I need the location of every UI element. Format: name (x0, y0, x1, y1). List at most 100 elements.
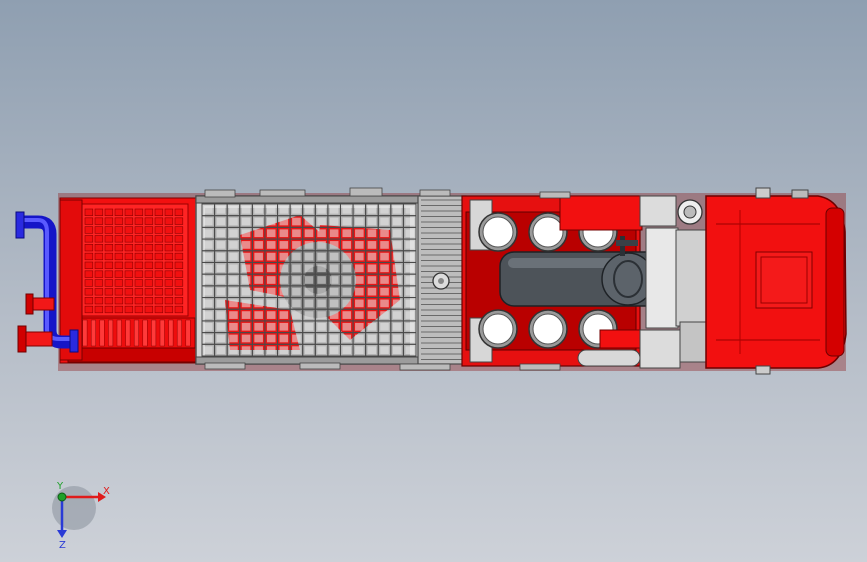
grille-cell-fill (216, 252, 226, 261)
grille-cell-fill (355, 287, 364, 296)
grille-cell-fill (392, 264, 402, 273)
rear-grille-cell (144, 235, 154, 243)
grille-cell-fill (342, 276, 352, 284)
rear-grille-cell (164, 297, 174, 305)
grille-cell-fill (292, 264, 301, 273)
grille-cell-fill (229, 206, 238, 214)
grille-cell-fill (292, 322, 301, 331)
grille-cell-fill (329, 264, 339, 273)
grille-cell-fill (204, 311, 213, 319)
rear-grille-cell (174, 261, 184, 269)
grille-cell-fill (292, 217, 301, 226)
grille-cell-fill (279, 299, 289, 308)
rear-grille-cell (154, 235, 164, 243)
grille-cell-fill (241, 311, 251, 319)
rear-grille-cell (104, 208, 114, 216)
rear-grille-cell (144, 288, 154, 296)
outlet-mid (29, 297, 55, 311)
rear-grille-cell (104, 270, 114, 278)
grille-cell-fill (279, 206, 289, 214)
rear-rib (168, 319, 174, 347)
triad-shadow (52, 486, 96, 530)
rear-grille-cell (124, 288, 134, 296)
grille-cell-fill (254, 299, 263, 308)
grille-cell-fill (216, 287, 226, 296)
grille-cell-fill (229, 287, 238, 296)
rear-grille-cell (114, 297, 124, 305)
grille-cell-fill (229, 346, 238, 354)
grille-cell-fill (204, 334, 213, 343)
grille-cell (402, 343, 417, 357)
grille-cell-fill (304, 322, 314, 331)
rear-grille-cell (114, 217, 124, 225)
rear-grille-cell (94, 217, 104, 225)
rear-grille-cell (174, 235, 184, 243)
grille-cell-fill (266, 322, 276, 331)
rear-grille-cell (134, 252, 144, 261)
grille-cell-fill (216, 334, 226, 343)
grille-cell-fill (380, 276, 389, 284)
grille-cell-fill (355, 206, 364, 214)
grille-cell-fill (367, 217, 377, 226)
grille-cell-fill (304, 287, 314, 296)
grille-cell-fill (317, 311, 326, 319)
grille-cell-fill (292, 346, 301, 354)
rear-grille-cell (84, 208, 94, 216)
rear-grille-cell (104, 261, 114, 269)
truck-model[interactable] (15, 187, 847, 375)
rear-grille-cell (144, 270, 154, 278)
grille-cell-fill (229, 299, 238, 308)
grille-cell-fill (304, 334, 314, 343)
grille-cell-fill (304, 276, 314, 284)
grille-cell-fill (266, 217, 276, 226)
filter-cap (482, 313, 514, 345)
rear-grille-cell (134, 235, 144, 243)
cab-mirror-bottom (755, 365, 771, 375)
outlet-lower-flange (17, 325, 27, 353)
grille-cell-fill (405, 299, 414, 308)
rear-rib (108, 319, 114, 347)
rear-grille-cell (84, 244, 94, 252)
grille-cell-fill (392, 252, 402, 261)
grille-cell-fill (317, 229, 326, 238)
grille-cell-fill (292, 311, 301, 319)
grille-cell-fill (317, 287, 326, 296)
grille-cell-fill (392, 229, 402, 238)
rear-grille (84, 208, 184, 314)
pipe-highlight (22, 218, 74, 341)
grille-cell-fill (329, 241, 339, 249)
grille-cell-fill (342, 346, 352, 354)
grille-cell-fill (317, 299, 326, 308)
grille-cell-fill (216, 346, 226, 354)
grille-cell-fill (392, 206, 402, 214)
grille-cell-fill (380, 346, 389, 354)
rear-grille-cell (114, 235, 124, 243)
grille-cell-fill (367, 264, 377, 273)
rear-grille-cell (134, 288, 144, 296)
rear-grille-cell (94, 297, 104, 305)
grille-cell-fill (241, 334, 251, 343)
rear-grille-cell (164, 305, 174, 314)
rear-grille-cell (144, 297, 154, 305)
grille-cell-fill (204, 241, 213, 249)
grille-cell-fill (216, 264, 226, 273)
grille-cell-fill (329, 346, 339, 354)
grille-cell-fill (304, 264, 314, 273)
grille-cell-fill (317, 322, 326, 331)
grille-cell-fill (241, 206, 251, 214)
grille-cell-fill (279, 229, 289, 238)
grille-cell-fill (254, 217, 263, 226)
grille-cell-fill (254, 322, 263, 331)
grille-cell-fill (304, 229, 314, 238)
rear-lower-band (69, 317, 196, 349)
rear-grille-cell (104, 297, 114, 305)
grille-cell-fill (317, 241, 326, 249)
rear-rib (151, 319, 157, 347)
grille-cell-fill (266, 287, 276, 296)
rear-grille-cell (144, 226, 154, 234)
grille-cell-fill (216, 206, 226, 214)
rear-grille-cell (154, 244, 164, 252)
grille-cell-fill (342, 229, 352, 238)
rear-grille-cell (94, 226, 104, 234)
